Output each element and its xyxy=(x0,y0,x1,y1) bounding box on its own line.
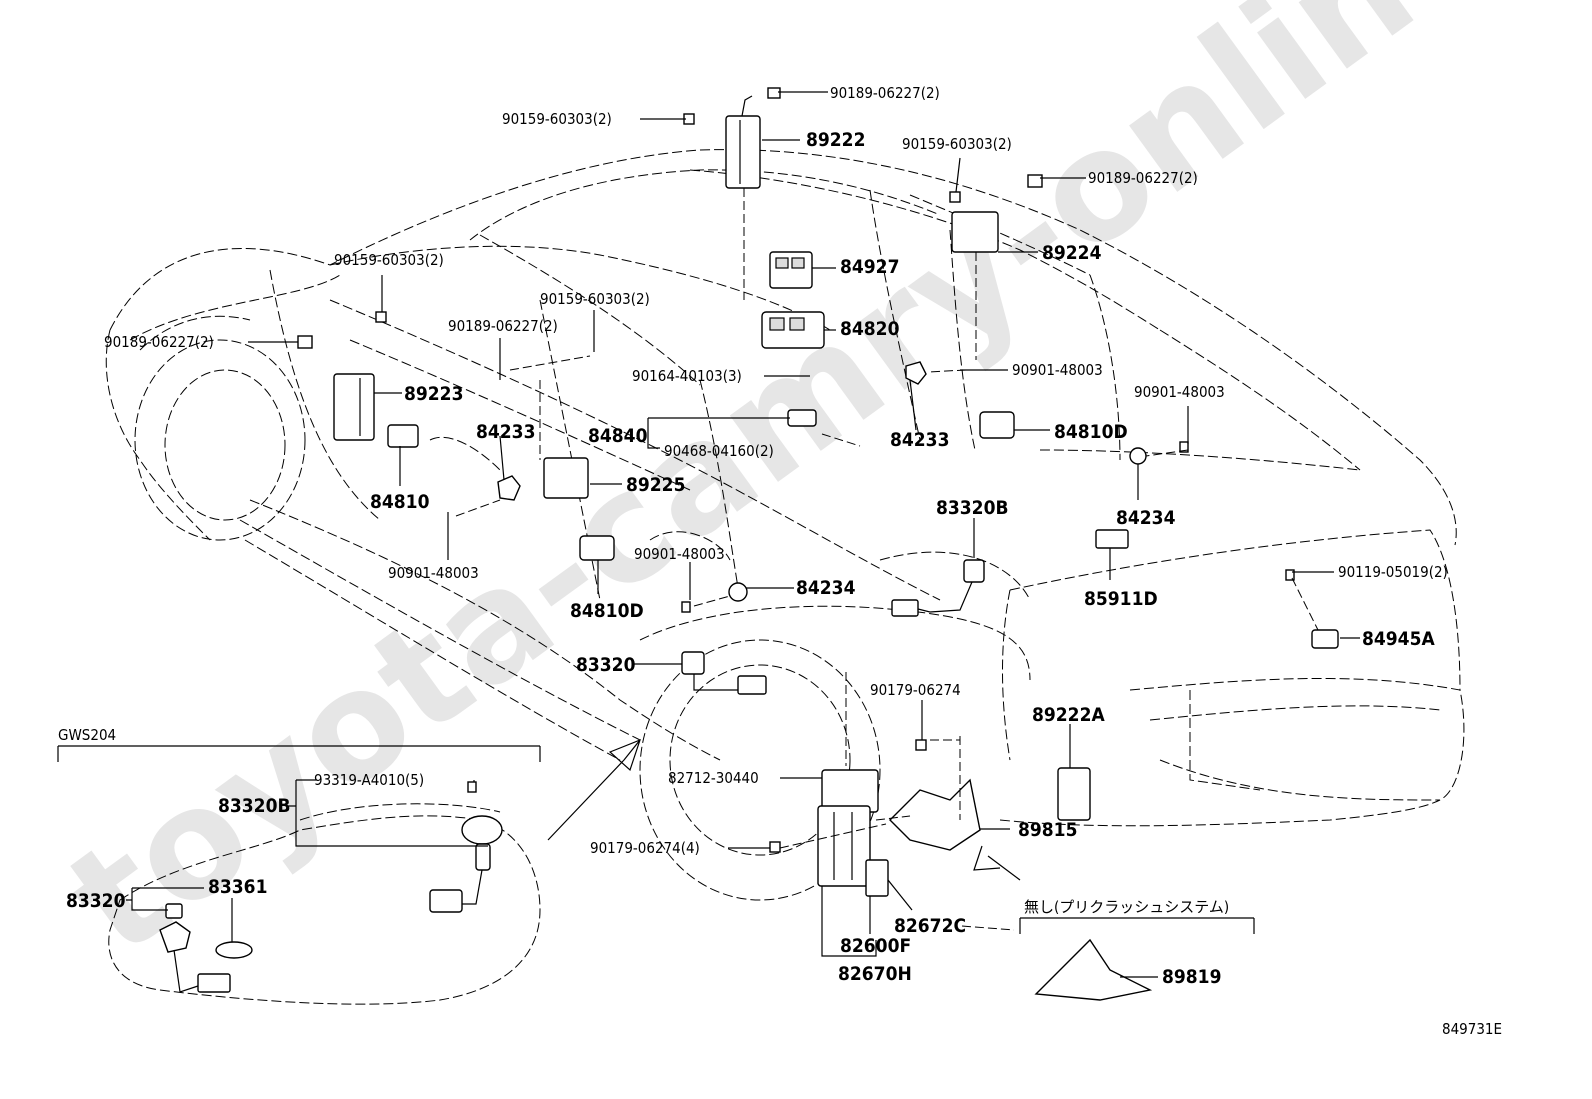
label-89223: 89223 xyxy=(404,383,463,405)
part-84820-switch xyxy=(761,311,825,349)
label-90189-06227-top: 90189-06227(2) xyxy=(830,84,940,102)
part-84945A-switch xyxy=(1285,569,1339,649)
label-90901-48003-a: 90901-48003 xyxy=(1012,361,1103,379)
label-84840: 84840 xyxy=(588,425,648,447)
label-90159-60303-top: 90159-60303(2) xyxy=(502,110,612,128)
label-90159-60303-right: 90159-60303(2) xyxy=(902,135,1012,153)
part-84810D-switch-right xyxy=(979,411,1015,439)
label-83361: 83361 xyxy=(208,876,267,898)
inset-gws204 xyxy=(57,745,541,1005)
label-89815: 89815 xyxy=(1018,819,1077,841)
precrash-bracket xyxy=(1019,917,1255,934)
label-89225: 89225 xyxy=(626,474,685,496)
label-89222: 89222 xyxy=(806,129,865,151)
label-84810D-right: 84810D xyxy=(1054,421,1128,443)
part-82672C-cover xyxy=(865,859,889,897)
part-84233-sensor-left xyxy=(497,475,521,501)
part-89819-bracket xyxy=(1034,938,1153,1001)
label-93319-A4010: 93319-A4010(5) xyxy=(314,771,424,789)
label-83320B-top: 83320B xyxy=(936,497,1009,519)
pointer-arrows xyxy=(547,738,1021,881)
part-84840-switch xyxy=(787,409,817,427)
mounting-guide-lines xyxy=(455,188,1319,931)
part-85911D-relay xyxy=(1095,529,1129,549)
label-90901-48003-b: 90901-48003 xyxy=(1134,383,1225,401)
label-90164-40103: 90164-40103(3) xyxy=(632,367,742,385)
part-83320B-sensor xyxy=(891,559,985,617)
label-83320-main: 83320 xyxy=(576,654,636,676)
part-84233-sensor-center xyxy=(905,361,927,385)
label-84820: 84820 xyxy=(840,318,900,340)
label-84927: 84927 xyxy=(840,256,899,278)
label-90179-06274-4: 90179-06274(4) xyxy=(590,839,700,857)
label-84234-left: 84234 xyxy=(796,577,856,599)
part-89225-ecu xyxy=(543,457,589,499)
label-90159-60303-mid: 90159-60303(2) xyxy=(540,290,650,308)
precrash-note: 無し(プリクラッシュシステム) xyxy=(1024,898,1229,916)
label-82672C: 82672C xyxy=(894,915,966,937)
label-89222A: 89222A xyxy=(1032,704,1105,726)
part-89222-ecu xyxy=(683,87,781,189)
label-82670H: 82670H xyxy=(838,963,912,985)
part-84810D-switch-left xyxy=(579,535,615,561)
label-83320B-inset: 83320B xyxy=(218,795,291,817)
label-84234-right: 84234 xyxy=(1116,507,1176,529)
label-90901-48003-c: 90901-48003 xyxy=(388,564,479,582)
parts xyxy=(297,87,1339,1001)
car-body-outline xyxy=(105,149,1465,901)
part-82712-30440-block xyxy=(817,769,879,887)
part-89815-bracket xyxy=(769,739,981,853)
label-90189-06227-left: 90189-06227(2) xyxy=(104,333,214,351)
part-89222A-ecu xyxy=(1057,767,1091,821)
part-84927-switch xyxy=(769,251,813,289)
label-84233-left: 84233 xyxy=(476,421,535,443)
label-90901-48003-d: 90901-48003 xyxy=(634,545,725,563)
label-83320-inset: 83320 xyxy=(66,890,126,912)
label-90119-05019: 90119-05019(2) xyxy=(1338,563,1448,581)
label-84810: 84810 xyxy=(370,491,430,513)
label-85911D: 85911D xyxy=(1084,588,1158,610)
diagram-code: 849731E xyxy=(1442,1020,1502,1038)
label-89819: 89819 xyxy=(1162,966,1221,988)
label-90189-06227-mid: 90189-06227(2) xyxy=(448,317,558,335)
label-82600F: 82600F xyxy=(840,935,911,957)
label-90159-60303-left: 90159-60303(2) xyxy=(334,251,444,269)
inset-title: GWS204 xyxy=(58,726,116,744)
leader-lines xyxy=(248,91,1360,978)
label-90468-04160: 90468-04160(2) xyxy=(664,442,774,460)
part-89224-ecu xyxy=(949,174,1043,253)
label-84945A: 84945A xyxy=(1362,628,1435,650)
label-90189-06227-right: 90189-06227(2) xyxy=(1088,169,1198,187)
label-84810D-left: 84810D xyxy=(570,600,644,622)
part-83320-sensor xyxy=(681,651,767,695)
label-89224: 89224 xyxy=(1042,242,1102,264)
callout-labels: 90189-06227(2) 90159-60303(2) 89222 9015… xyxy=(66,84,1448,988)
part-84234-sensor-left xyxy=(681,582,748,613)
label-90179-06274: 90179-06274 xyxy=(870,681,961,699)
part-84810-switch xyxy=(387,424,419,448)
label-82712-30440: 82712-30440 xyxy=(668,769,759,787)
part-89223-ecu xyxy=(297,311,387,441)
label-84233-center: 84233 xyxy=(890,429,949,451)
